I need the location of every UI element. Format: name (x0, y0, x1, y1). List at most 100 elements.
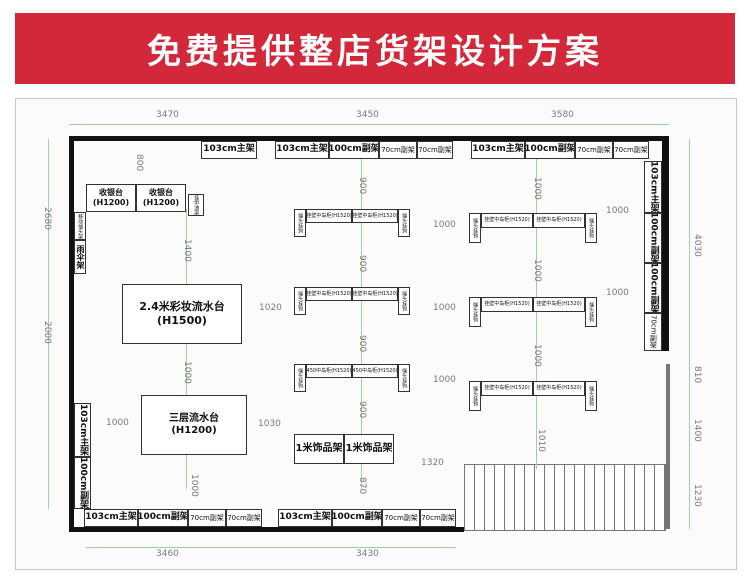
island-mid: 挂壁中岛柜(H1520) (533, 297, 585, 312)
wall-bottom (69, 527, 464, 532)
dim-h-1020: 1020 (259, 303, 282, 313)
dim-i-1000c: 1000 (433, 375, 456, 385)
island-right-3: 端头挂钩 挂壁中岛柜(H1520) 挂壁中岛柜(H1520) 端头挂钩 (469, 381, 597, 411)
dim-c-900a: 900 (357, 177, 367, 195)
wall-top (69, 136, 669, 141)
wall-shelf-top-right-1: 103cm主架 (471, 141, 525, 159)
dim-c-870: 870 (357, 477, 367, 495)
dim-right-3: 1400 (692, 419, 702, 442)
dim-v-1000b: 1000 (189, 474, 199, 497)
island-end: 端头挂钩 (398, 287, 410, 315)
dim-c-900d: 900 (357, 401, 367, 419)
wall-shelf-top-right-3: 70cm副架 (575, 141, 613, 159)
dim-v-1000a: 1000 (182, 361, 192, 384)
island-end: 端头挂钩 (585, 297, 597, 327)
dim-h-1030: 1030 (258, 419, 281, 429)
wall-shelf-left-1: 103cm主架 (74, 403, 91, 457)
island-end: 端头挂钩 (398, 364, 410, 392)
island-mid: 450中岛柜(H1520) (306, 364, 352, 378)
island-end: 端头挂钩 (294, 287, 306, 315)
dim-i-1000b: 1000 (433, 303, 456, 313)
dim-h-1000: 1000 (106, 418, 129, 428)
dim-i-1000a: 1000 (433, 220, 456, 230)
wall-shelf-right-1: 103cm主架 (644, 161, 662, 213)
island-mid: 挂壁中岛柜(H1520) (352, 287, 398, 301)
dim-left-2: 2000 (42, 321, 52, 344)
wall-shelf-bottom-mid-2: 100cm副架 (332, 509, 382, 527)
island-left-2: 端头挂钩 挂壁中岛柜(H1520) 挂壁中岛柜(H1520) 端头挂钩 (294, 287, 410, 315)
dim-bottom-1: 3460 (156, 549, 179, 559)
island-end: 端头挂钩 (469, 297, 481, 327)
dim-r-1010: 1010 (536, 429, 546, 452)
wall-shelf-top-mid-3: 70cm副架 (379, 141, 417, 159)
makeup-counter: 2.4米彩妆流水台(H1500) (122, 284, 242, 344)
dim-r-1000e: 1000 (606, 288, 629, 298)
island-mid: 挂壁中岛柜(H1520) (533, 213, 585, 228)
dim-right-1: 4030 (692, 234, 702, 257)
dim-r-1000a: 1000 (532, 177, 542, 200)
island-mid: 挂壁中岛柜(H1520) (533, 381, 585, 396)
accessory-rack-2: 1米饰品架 (344, 434, 394, 464)
dim-line (361, 159, 362, 489)
wall-right-lower (666, 364, 670, 529)
dim-line (186, 209, 187, 489)
island-left-3: 端头挂钩 450中岛柜(H1520) 450中岛柜(H1520) 端头挂钩 (294, 364, 410, 392)
cashier-counter-2: 收银台 (H1200) (136, 184, 186, 212)
island-end: 端头挂钩 (585, 381, 597, 411)
dim-r-1000d: 1000 (606, 206, 629, 216)
wall-shelf-bottom-left-1: 103cm主架 (84, 509, 138, 527)
wall-shelf-bottom-mid-1: 103cm主架 (278, 509, 332, 527)
island-end: 端头挂钩 (469, 381, 481, 411)
island-mid: 挂壁中岛柜(H1520) (481, 297, 533, 312)
island-right-2: 端头挂钩 挂壁中岛柜(H1520) 挂壁中岛柜(H1520) 端头挂钩 (469, 297, 597, 327)
wall-shelf-right-3: 100cm副架 (644, 263, 662, 313)
banner-title: 免费提供整店货架设计方案 (147, 32, 603, 72)
wall-shelf-bottom-left-3: 70cm副架 (188, 509, 226, 527)
wall-shelf-top-mid-4: 70cm副架 (417, 141, 453, 159)
island-mid: 挂壁中岛柜(H1520) (306, 209, 352, 223)
island-end: 端头挂钩 (398, 209, 410, 237)
dim-top-1: 3470 (156, 110, 179, 120)
dim-c-900b: 900 (357, 255, 367, 273)
wall-shelf-right-4: 70cm副架 (644, 313, 662, 351)
dim-r-1000c: 1000 (532, 344, 542, 367)
dim-r-1000b: 1000 (532, 259, 542, 282)
dim-v-1400: 1400 (182, 239, 192, 262)
dim-top-3: 3580 (551, 110, 574, 120)
floor-plan: 3470 3450 3580 3460 3430 2680 2000 4030 … (15, 98, 737, 570)
cashier-counter-1: 收银台 (H1200) (86, 184, 136, 212)
wall-left (69, 136, 74, 531)
island-mid: 450中岛柜(H1520) (352, 364, 398, 378)
umbrella-rack: 雨伞架 (74, 240, 86, 274)
wall-shelf-bottom-left-2: 100cm副架 (138, 509, 188, 527)
island-end: 端头挂钩 (294, 209, 306, 237)
nail-polish-rack: 挂甲油架 (188, 194, 204, 216)
dim-right-4: 1230 (692, 484, 702, 507)
accessory-rack-1: 1米饰品架 (294, 434, 344, 464)
island-mid: 挂壁中岛柜(H1520) (481, 213, 533, 228)
stairs-area (464, 464, 666, 531)
dim-h-1320: 1320 (421, 458, 444, 468)
wall-shelf-bottom-mid-3: 70cm副架 (382, 509, 420, 527)
island-end: 端头挂钩 (294, 364, 306, 392)
three-tier-counter: 三层流水台 (H1200) (141, 395, 247, 455)
wall-shelf-top-left: 103cm主架 (201, 141, 257, 159)
wall-shelf-left-2: 100cm副架 (74, 457, 91, 509)
wall-shelf-top-mid-2: 100cm副架 (329, 141, 379, 159)
island-left-1: 端头挂钩 挂壁中岛柜(H1520) 挂壁中岛柜(H1520) 端头挂钩 (294, 209, 410, 237)
dim-left-1: 2680 (42, 207, 52, 230)
wall-shelf-top-right-4: 70cm副架 (613, 141, 649, 159)
island-end: 端头挂钩 (469, 213, 481, 243)
wall-shelf-top-right-2: 100cm副架 (525, 141, 575, 159)
dim-line (536, 159, 537, 469)
wall-right (662, 136, 669, 351)
dim-c-900c: 900 (357, 335, 367, 353)
dim-line (689, 139, 690, 529)
dim-v-800: 800 (134, 154, 144, 172)
island-mid: 挂壁中岛柜(H1520) (481, 381, 533, 396)
dim-right-2: 810 (692, 366, 702, 384)
dim-line (48, 139, 49, 509)
island-mid: 挂壁中岛柜(H1520) (352, 209, 398, 223)
island-right-1: 端头挂钩 挂壁中岛柜(H1520) 挂壁中岛柜(H1520) 端头挂钩 (469, 213, 597, 243)
island-end: 端头挂钩 (585, 213, 597, 243)
